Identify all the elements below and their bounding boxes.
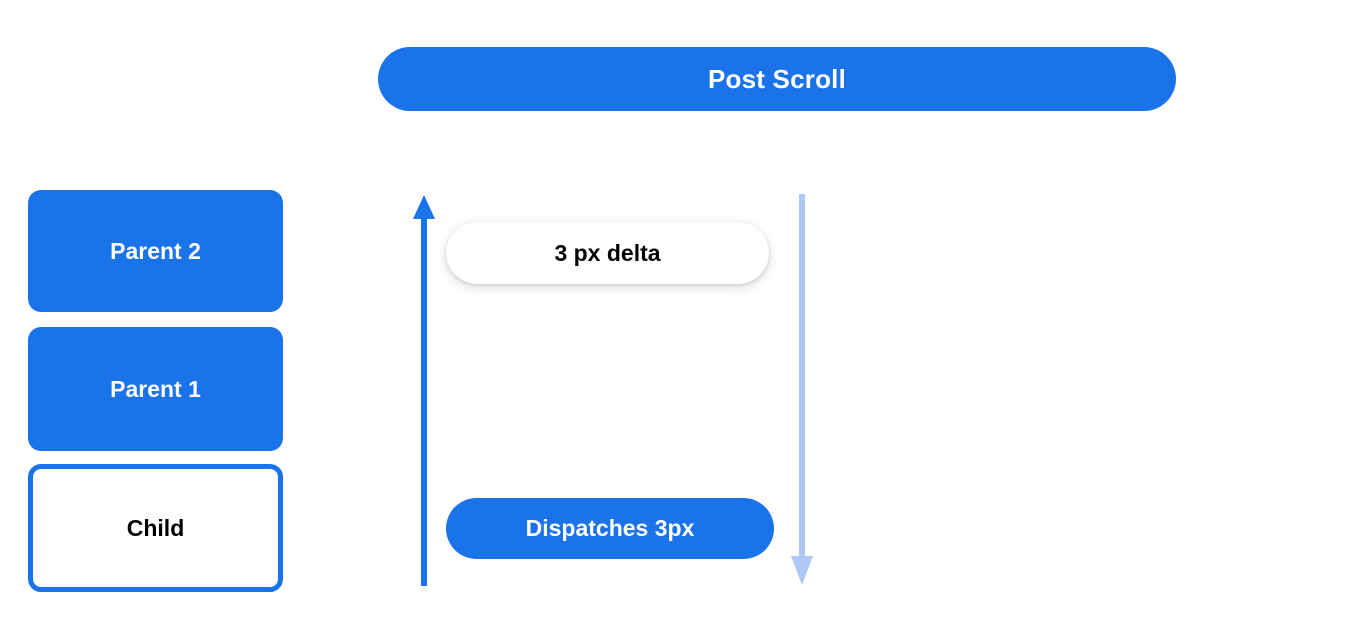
- node-parent-1: Parent 1: [28, 327, 283, 451]
- propagate-down-arrow-icon: [791, 194, 813, 585]
- node-parent-1-label: Parent 1: [110, 375, 201, 402]
- dispatch-annotation-pill: Dispatches 3px: [446, 498, 774, 559]
- dispatch-annotation-label: Dispatches 3px: [525, 515, 695, 541]
- node-child: Child: [28, 464, 283, 592]
- bubble-up-arrow-icon: [413, 195, 435, 586]
- delta-annotation-label: 3 px delta: [554, 239, 661, 266]
- node-parent-2: Parent 2: [28, 190, 283, 312]
- delta-annotation-pill: 3 px delta: [446, 222, 769, 284]
- node-child-label: Child: [126, 514, 185, 541]
- post-scroll-header-label: Post Scroll: [707, 64, 846, 94]
- post-scroll-header-pill: Post Scroll: [378, 47, 1176, 111]
- node-stack: Parent 2 Parent 1 Child: [28, 190, 283, 592]
- node-parent-2-label: Parent 2: [110, 237, 201, 264]
